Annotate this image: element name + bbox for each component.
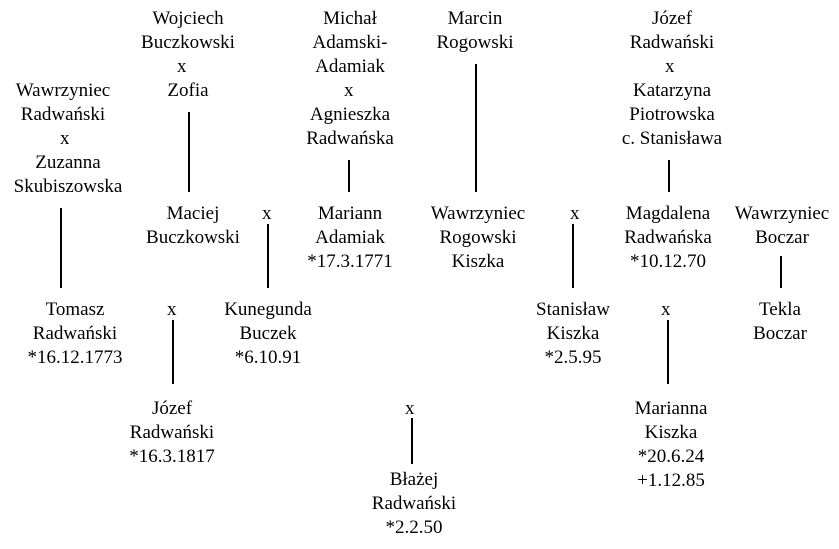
person-zofia: Zofia: [143, 79, 233, 103]
descent-line: [475, 64, 477, 192]
person-line: Radwański: [129, 422, 215, 443]
person-line: Skubiszowska: [13, 176, 123, 197]
person-jozef-radwanski-jr: Józef Radwański *16.3.1817: [112, 397, 232, 469]
person-line: Mariann: [317, 203, 383, 224]
person-line: Boczar: [755, 227, 809, 248]
person-line: Wawrzyniec: [15, 80, 111, 101]
person-line: Stanisław: [536, 299, 610, 320]
person-line: *10.12.70: [630, 251, 706, 272]
person-line: Marianna: [634, 398, 708, 419]
person-line: Radwański: [371, 493, 457, 514]
person-line: Radwański: [629, 32, 715, 53]
person-line: Kiszka: [451, 251, 505, 272]
descent-line: [667, 320, 669, 384]
person-line: Zuzanna: [35, 152, 101, 173]
person-line: Kunegunda: [224, 299, 312, 320]
person-line: Kiszka: [546, 323, 600, 344]
marriage-x: x: [405, 398, 415, 419]
person-line: Wojciech: [152, 8, 224, 29]
marriage-x: x: [344, 80, 354, 101]
descent-line: [172, 320, 174, 384]
person-line: Tekla: [759, 299, 801, 320]
person-line: Boczar: [753, 323, 807, 344]
person-line: Buczkowski: [146, 227, 240, 248]
person-line: Magdalena: [625, 203, 711, 224]
person-line: Piotrowska: [629, 104, 715, 125]
descent-line: [668, 160, 670, 192]
person-line: Rogowski: [439, 227, 517, 248]
person-tekla-boczar: Tekla Boczar: [740, 298, 820, 346]
person-line: c. Stanisława: [621, 128, 723, 149]
person-line: *2.2.50: [385, 517, 443, 538]
person-kunegunda-buczek: Kunegunda Buczek *6.10.91: [213, 298, 323, 370]
person-line: Radwańska: [306, 128, 394, 149]
person-line: Adamski-: [312, 32, 388, 53]
person-line: Adamiak: [315, 227, 385, 248]
person-line: Zofia: [167, 80, 209, 101]
person-line: Radwańska: [624, 227, 712, 248]
marriage-x: x: [570, 203, 580, 224]
person-agnieszka-radwanska: Agnieszka Radwańska: [295, 103, 405, 151]
descent-line: [60, 208, 62, 288]
person-line: Błażej: [389, 469, 439, 490]
person-stanislaw-kiszka: Stanisław Kiszka *2.5.95: [518, 298, 628, 370]
descent-line: [780, 256, 782, 288]
person-line: Agnieszka: [309, 104, 391, 125]
person-wawrzyniec-rogowski: Wawrzyniec Rogowski Kiszka: [418, 202, 538, 274]
person-line: Józef: [151, 398, 193, 419]
person-line: Katarzyna: [632, 80, 712, 101]
person-line: Radwański: [32, 323, 118, 344]
person-line: Tomasz: [45, 299, 105, 320]
person-line: Michał: [323, 8, 377, 29]
marriage-x: x: [60, 128, 70, 149]
person-line: Rogowski: [436, 32, 514, 53]
person-zuzanna-skubiszowska: Zuzanna Skubiszowska: [3, 151, 133, 199]
person-line: *2.5.95: [544, 347, 602, 368]
descent-line: [188, 112, 190, 192]
person-line: Wawrzyniec: [734, 203, 830, 224]
person-wawrzyniec-radwanski: Wawrzyniec Radwański: [3, 79, 123, 127]
marriage-x: x: [262, 203, 272, 224]
person-tomasz-radwanski: Tomasz Radwański *16.12.1773: [10, 298, 140, 370]
person-line: *6.10.91: [234, 347, 302, 368]
marriage-x: x: [177, 56, 187, 77]
person-michal-adamski: Michał Adamski- Adamiak: [295, 7, 405, 79]
person-wojciech-buczkowski: Wojciech Buczkowski: [133, 7, 243, 55]
person-line: *16.3.1817: [129, 446, 215, 467]
person-mariann-adamiak: Mariann Adamiak *17.3.1771: [295, 202, 405, 274]
person-wawrzyniec-boczar: Wawrzyniec Boczar: [726, 202, 838, 250]
person-line: Józef: [651, 8, 693, 29]
person-line: Adamiak: [315, 56, 385, 77]
person-line: *20.6.24: [637, 446, 705, 467]
person-line: Buczek: [239, 323, 297, 344]
person-maciej-buczkowski: Maciej Buczkowski: [138, 202, 248, 250]
descent-line: [348, 160, 350, 192]
descent-line: [267, 224, 269, 288]
marriage-x: x: [167, 299, 177, 320]
person-marcin-rogowski: Marcin Rogowski: [420, 7, 530, 55]
person-marianna-kiszka: Marianna Kiszka *20.6.24 +1.12.85: [613, 397, 729, 493]
person-line: Kiszka: [644, 422, 698, 443]
person-jozef-radwanski-sr: Józef Radwański: [602, 7, 742, 55]
person-line: Marcin: [447, 8, 503, 29]
person-line: *16.12.1773: [27, 347, 123, 368]
person-line: *17.3.1771: [307, 251, 393, 272]
person-line: Buczkowski: [141, 32, 235, 53]
person-katarzyna-piotrowska: Katarzyna Piotrowska c. Stanisława: [602, 79, 742, 151]
person-line: Maciej: [166, 203, 220, 224]
person-blazej-radwanski: Błażej Radwański *2.2.50: [354, 468, 474, 540]
person-line: Radwański: [20, 104, 106, 125]
person-magdalena-radwanska: Magdalena Radwańska *10.12.70: [608, 202, 728, 274]
person-line: +1.12.85: [637, 470, 705, 491]
descent-line: [572, 224, 574, 288]
person-line: Wawrzyniec: [430, 203, 526, 224]
marriage-x: x: [665, 56, 675, 77]
marriage-x: x: [661, 299, 671, 320]
descent-line: [411, 418, 413, 464]
